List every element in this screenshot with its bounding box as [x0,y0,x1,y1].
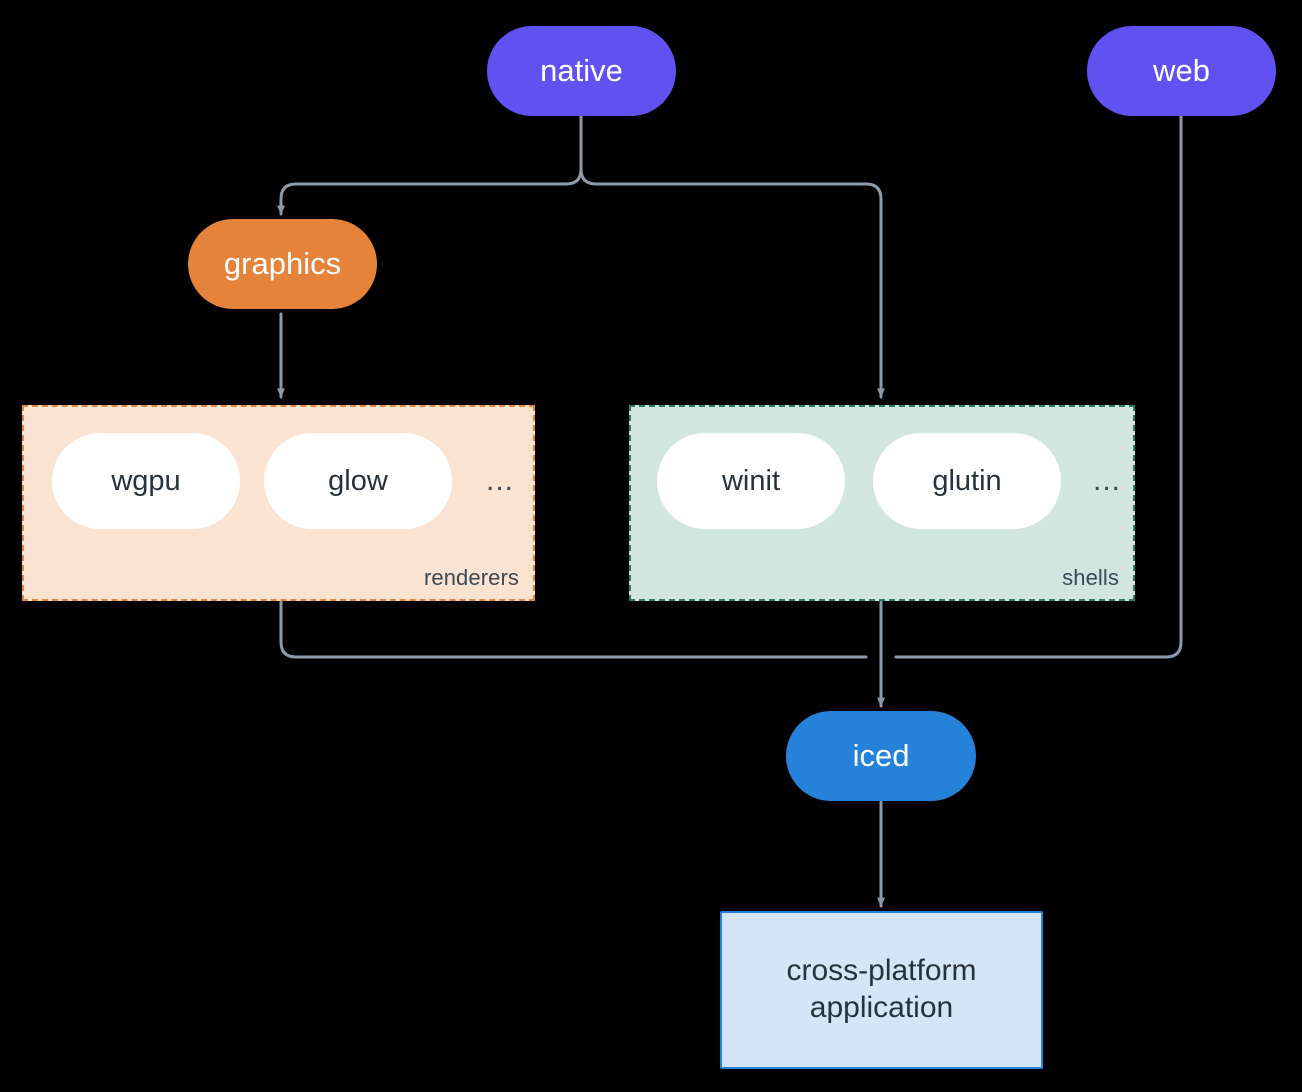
leaf-wgpu[interactable]: wgpu [52,433,240,529]
cluster-renderers-label: renderers [423,565,519,590]
leaf-glutin[interactable]: glutin [873,433,1061,529]
leaf-winit[interactable]: winit [657,433,845,529]
node-iced[interactable]: iced [786,711,976,801]
node-web[interactable]: web [1087,26,1276,116]
node-graphics-label: graphics [223,246,342,282]
node-graphics[interactable]: graphics [188,219,377,309]
node-application[interactable]: cross-platform application [720,911,1043,1069]
node-application-line2: application [809,991,954,1024]
node-iced-label: iced [852,738,910,774]
leaf-glow-label: glow [328,464,388,497]
cluster-shells-label: shells [1062,565,1119,590]
edge-renderers-to-iced [279,599,868,659]
cluster-shells: winit glutin ... shells [629,405,1135,601]
leaf-winit-label: winit [721,464,780,497]
cluster-renderers: wgpu glow ... renderers [22,405,535,601]
node-native-label: native [540,53,623,89]
edge-native-to-shells [579,167,885,399]
node-application-line1: cross-platform [786,954,977,988]
leaf-glow[interactable]: glow [264,433,452,529]
renderers-ellipsis: ... [485,464,514,497]
shells-ellipsis: ... [1092,464,1121,497]
edge-native-to-graphics [277,167,583,216]
leaf-wgpu-label: wgpu [111,464,181,497]
node-native[interactable]: native [487,26,676,116]
leaf-glutin-label: glutin [932,464,1002,497]
node-web-label: web [1153,53,1210,89]
